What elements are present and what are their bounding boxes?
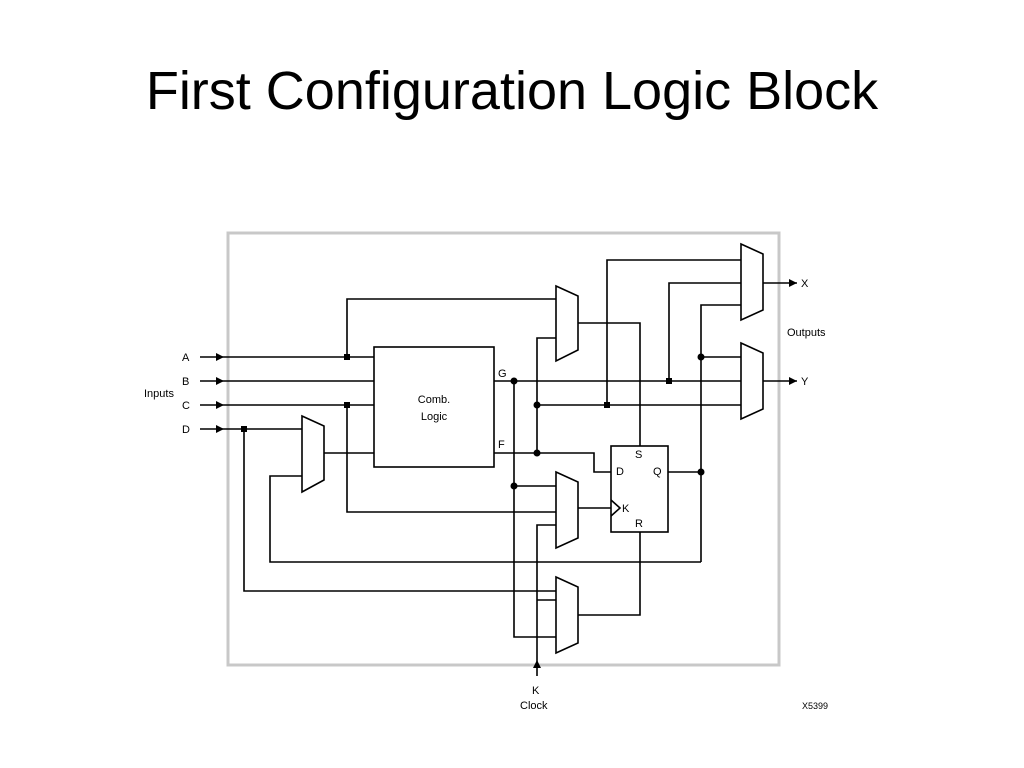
ff-q-pin: Q: [653, 466, 662, 478]
ff-s-pin: S: [635, 449, 642, 461]
comb-output-g: G: [498, 368, 507, 380]
clock-pin-label: K: [532, 685, 540, 697]
junction-dots: [241, 353, 705, 490]
input-wires: [200, 353, 374, 433]
outputs-label: Outputs: [787, 327, 826, 339]
input-b-label: B: [182, 376, 189, 388]
slide-title: First Configuration Logic Block: [145, 61, 879, 121]
comb-logic-label-2: Logic: [421, 411, 448, 423]
comb-logic-label-1: Comb.: [418, 394, 450, 406]
comb-output-f: F: [498, 439, 505, 451]
mux-d: [301, 414, 325, 494]
output-x-label: X: [801, 278, 809, 290]
comb-logic-block: [373, 346, 495, 468]
output-y-label: Y: [801, 376, 809, 388]
mux-clock-select: [555, 470, 579, 550]
inputs-label: Inputs: [144, 388, 174, 400]
input-a-label: A: [182, 352, 190, 364]
ff-r-pin: R: [635, 518, 643, 530]
internal-wires: [243, 259, 797, 676]
mux-top: [555, 284, 579, 363]
flip-flop-block: [610, 445, 669, 533]
figure-id: X5399: [802, 701, 828, 711]
mux-x-output: [740, 242, 764, 322]
input-d-label: D: [182, 424, 190, 436]
mux-y-output: [740, 341, 764, 421]
input-c-label: C: [182, 400, 190, 412]
mux-reset: [555, 575, 579, 655]
clock-label: Clock: [520, 700, 548, 712]
ff-clock-triangle: [610, 499, 622, 517]
ff-d-pin: D: [616, 466, 624, 478]
clb-border: [226, 231, 781, 667]
ff-k-pin: K: [622, 503, 630, 515]
